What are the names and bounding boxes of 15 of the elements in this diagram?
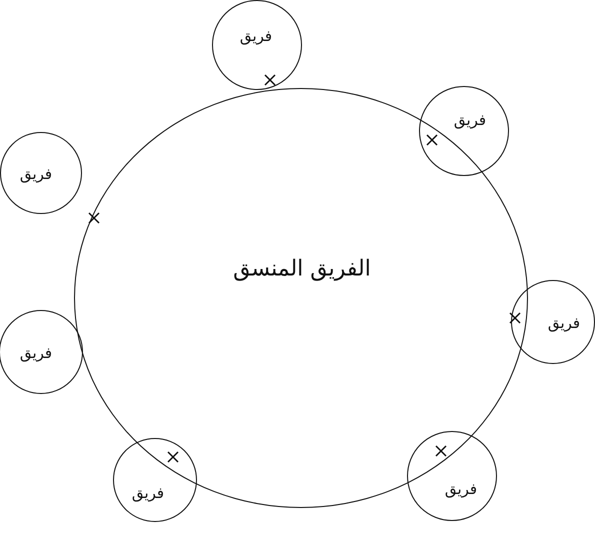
team-circle bbox=[0, 132, 82, 214]
circle-label: الفريق المنسق bbox=[233, 256, 371, 282]
team-circle bbox=[113, 438, 197, 522]
circle-label: فريق bbox=[444, 480, 478, 498]
circle-label: فريق bbox=[548, 314, 580, 332]
team-circle bbox=[407, 431, 497, 521]
team-circle bbox=[0, 310, 83, 394]
team-circle bbox=[212, 0, 302, 90]
circle-label: فريق bbox=[20, 344, 52, 362]
circle-label: فريق bbox=[454, 111, 486, 129]
circle-label: فريق bbox=[132, 484, 164, 502]
large-circle bbox=[74, 88, 528, 508]
team-circle bbox=[511, 280, 595, 364]
circle-label: فريق bbox=[20, 165, 52, 183]
circle-label: فريق bbox=[240, 27, 272, 45]
